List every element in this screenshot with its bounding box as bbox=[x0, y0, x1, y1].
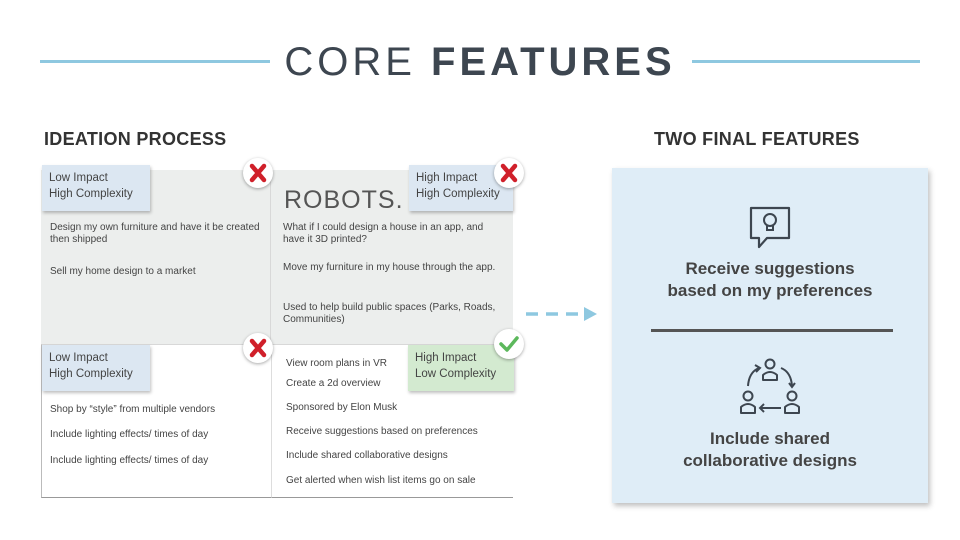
final-features-heading: TWO FINAL FEATURES bbox=[654, 129, 860, 149]
title-rule-left bbox=[40, 60, 270, 63]
tag-complexity: Low Complexity bbox=[415, 368, 497, 380]
idea-item: Get alerted when wish list items go on s… bbox=[286, 475, 476, 486]
tag-impact: High Impact bbox=[416, 172, 478, 184]
final-feature-2-line1: Include shared bbox=[710, 429, 830, 448]
approve-badge-bottom-right bbox=[494, 329, 524, 359]
idea-item: View room plans in VR bbox=[286, 358, 387, 369]
x-mark-icon bbox=[500, 163, 518, 183]
idea-item: Move my furniture in my house through th… bbox=[283, 262, 496, 273]
page-title: CORE FEATURES bbox=[0, 38, 960, 86]
check-mark-icon bbox=[499, 336, 519, 352]
ideation-heading: IDEATION PROCESS bbox=[44, 129, 227, 149]
title-rule-right bbox=[692, 60, 920, 63]
title-bold: FEATURES bbox=[431, 40, 676, 84]
tag-complexity: High Complexity bbox=[416, 188, 500, 200]
reject-badge-top-right bbox=[494, 158, 524, 188]
dashed-arrow-icon bbox=[526, 307, 597, 321]
impact-tag-bottom-left: Low Impact High Complexity bbox=[42, 345, 150, 391]
idea-item: Design my own furniture and have it be c… bbox=[50, 222, 260, 245]
idea-item: What if I could design a house in an app… bbox=[283, 222, 484, 245]
tag-impact: Low Impact bbox=[49, 172, 108, 184]
final-features-panel: Receive suggestions based on my preferen… bbox=[612, 168, 928, 503]
tag-complexity: High Complexity bbox=[49, 368, 133, 380]
final-feature-2: Include shared collaborative designs bbox=[612, 428, 928, 472]
tag-impact: Low Impact bbox=[49, 352, 108, 364]
tag-impact: High Impact bbox=[415, 352, 477, 364]
idea-item: Receive suggestions based on preferences bbox=[286, 426, 478, 437]
idea-item: Include shared collaborative designs bbox=[286, 450, 448, 461]
idea-item: Sponsored by Elon Musk bbox=[286, 402, 398, 413]
idea-item: Sell my home design to a market bbox=[50, 266, 196, 277]
idea-item: Include lighting effects/ times of day bbox=[50, 429, 209, 440]
final-feature-1: Receive suggestions based on my preferen… bbox=[612, 258, 928, 302]
idea-item: Create a 2d overview bbox=[286, 378, 381, 389]
x-mark-icon bbox=[249, 163, 267, 183]
final-feature-2-line2: collaborative designs bbox=[683, 451, 857, 470]
tag-complexity: High Complexity bbox=[49, 188, 133, 200]
ideation-grid bbox=[41, 170, 513, 498]
idea-item: Include lighting effects/ times of day bbox=[50, 455, 209, 466]
x-mark-icon bbox=[249, 338, 267, 358]
final-feature-1-line2: based on my preferences bbox=[667, 281, 873, 300]
idea-item: Shop by “style” from multiple vendors bbox=[50, 404, 216, 415]
impact-tag-top-left: Low Impact High Complexity bbox=[42, 165, 150, 211]
robots-heading: ROBOTS. bbox=[284, 186, 404, 214]
feature-divider bbox=[651, 329, 893, 332]
title-light: CORE bbox=[284, 40, 416, 84]
impact-tag-top-right: High Impact High Complexity bbox=[409, 165, 513, 211]
reject-badge-bottom-left bbox=[243, 333, 273, 363]
reject-badge-top-left bbox=[243, 158, 273, 188]
collaboration-icon bbox=[740, 358, 800, 414]
final-feature-1-line1: Receive suggestions bbox=[685, 259, 855, 278]
idea-item: Used to help build public spaces (Parks,… bbox=[283, 302, 496, 325]
lightbulb-chat-icon bbox=[749, 206, 791, 249]
